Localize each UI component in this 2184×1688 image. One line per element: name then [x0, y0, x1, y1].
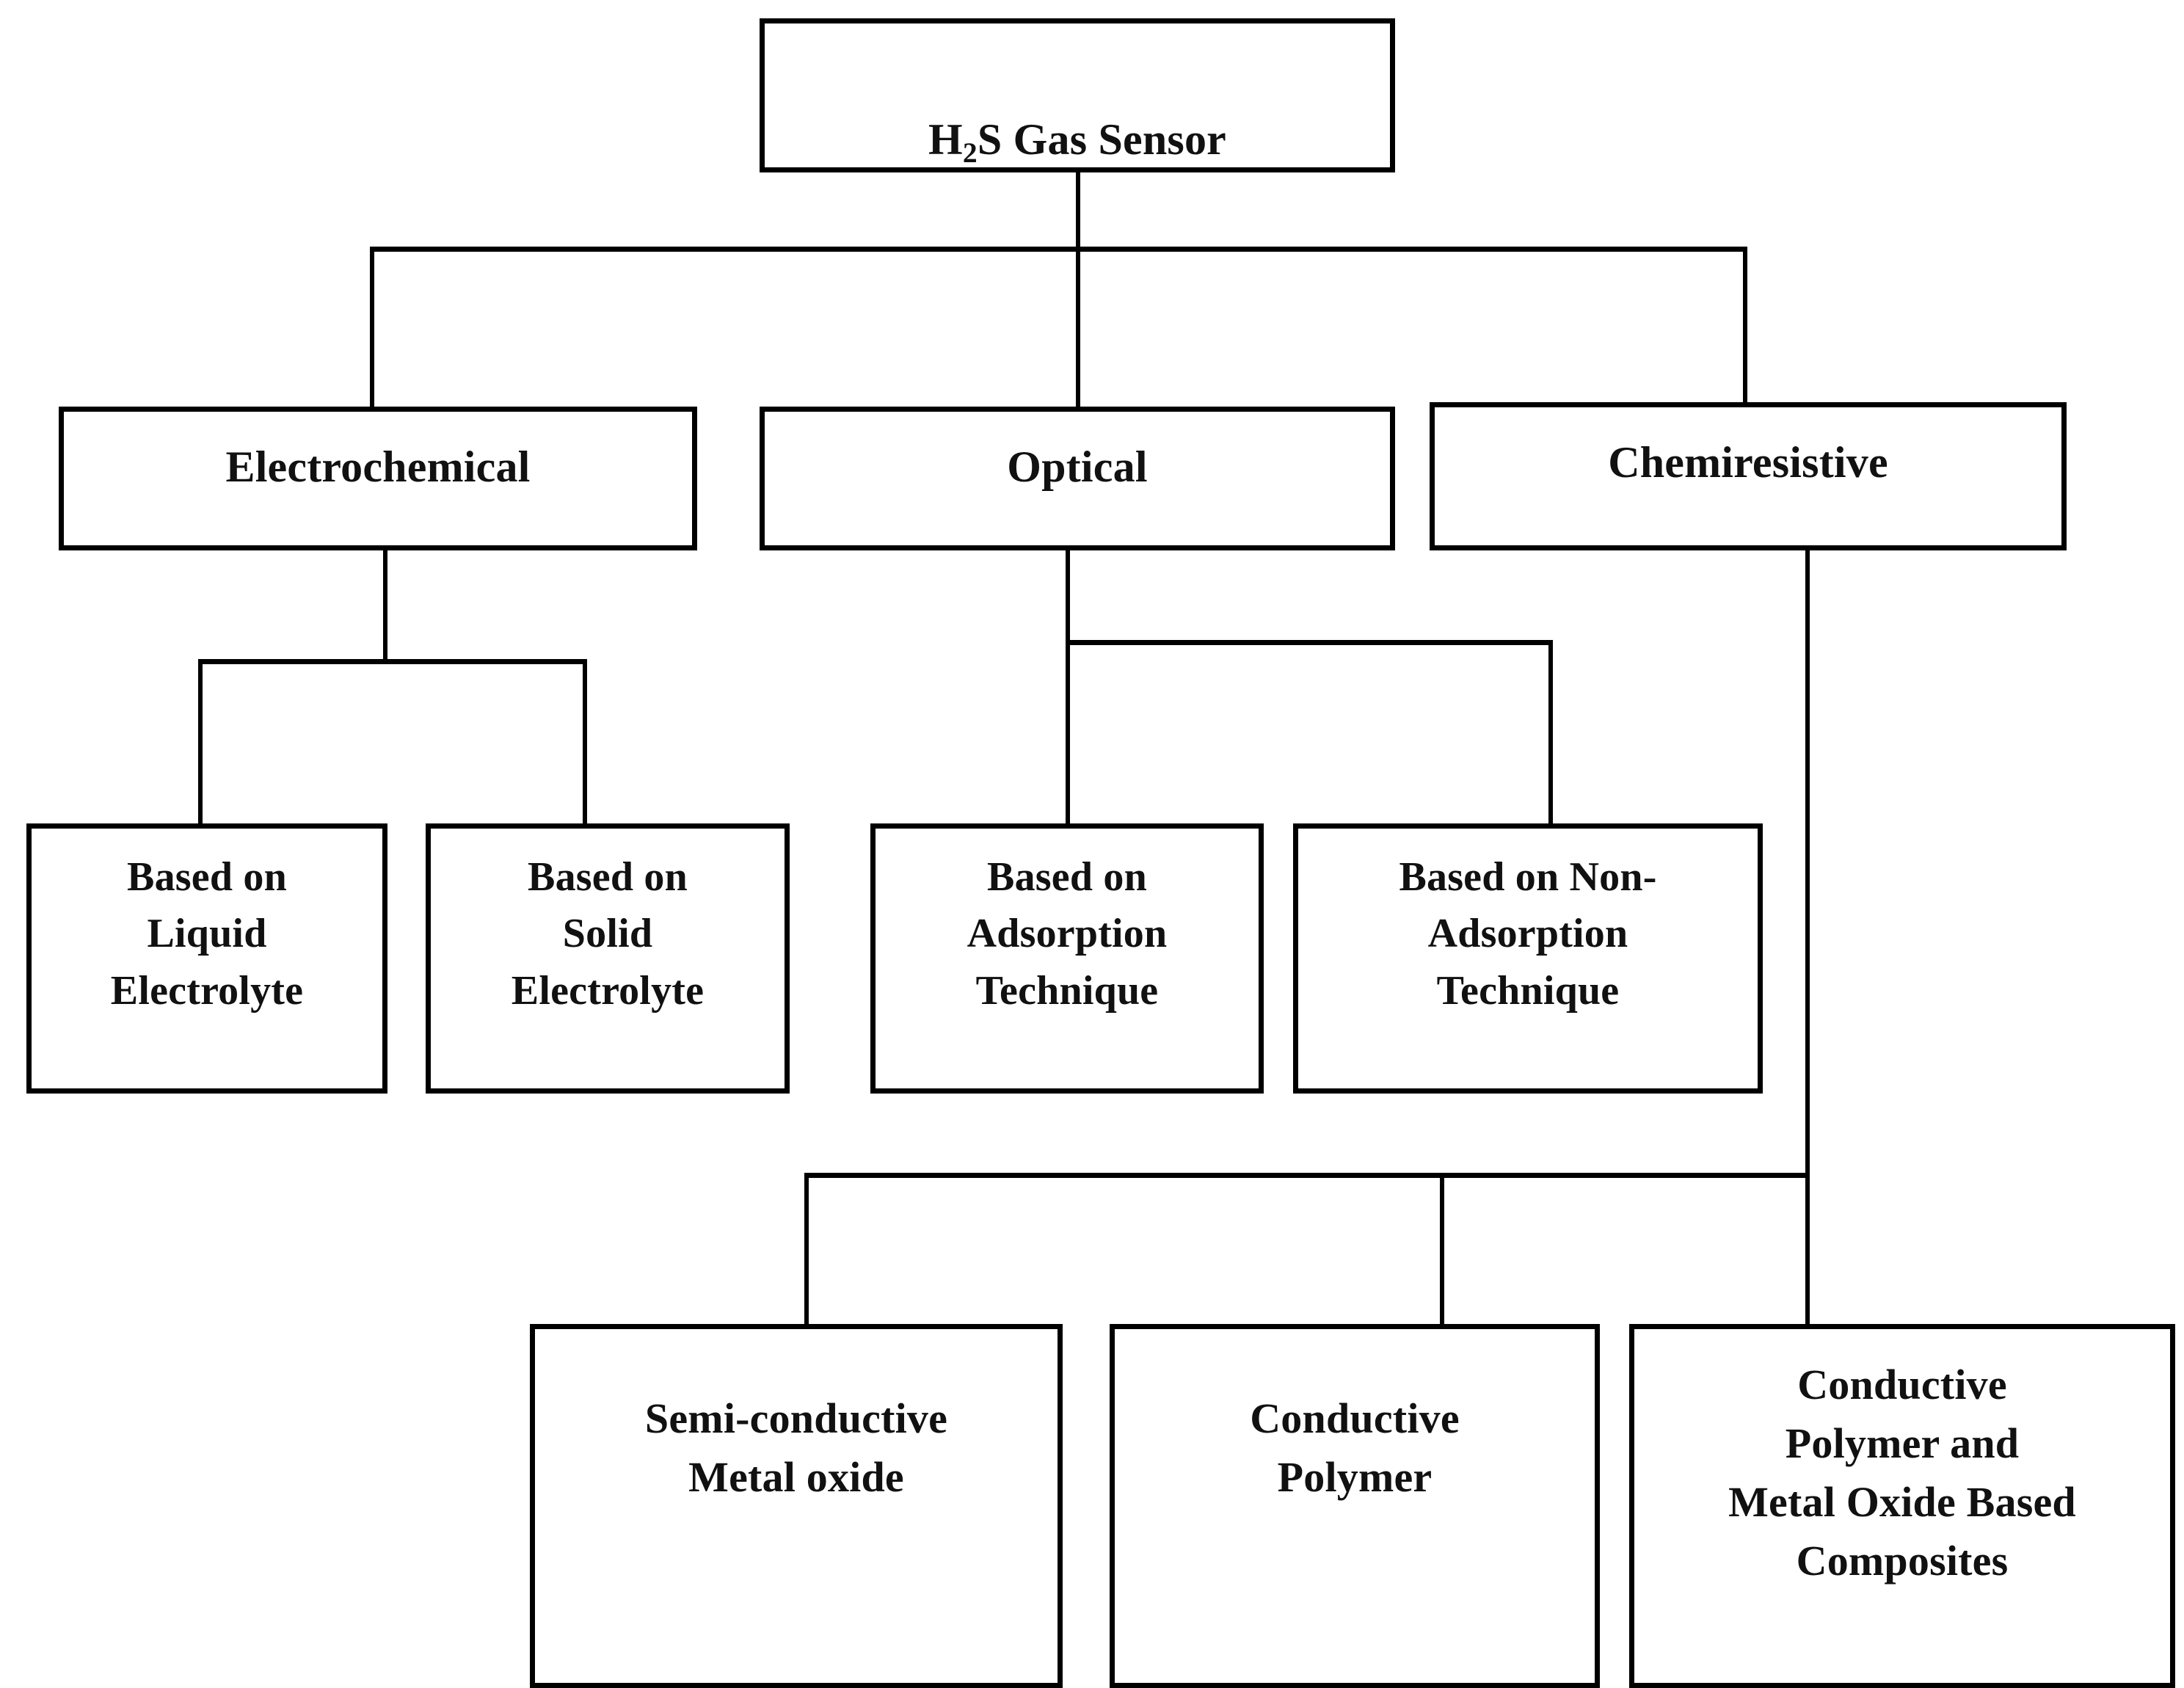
- edge-drop-liquid-electrolyte: [198, 659, 203, 826]
- edge-drop-conductive-polymer: [1440, 1173, 1444, 1327]
- edge-root-trunk: [1076, 170, 1080, 250]
- node-label-root: H2S Gas Sensor: [928, 114, 1226, 169]
- node-label-conductive-polymer-metal-oxide-composites: Conductive Polymer and Metal Oxide Based…: [1728, 1361, 2076, 1585]
- edge-drop-semi-conductive-metal-oxide: [804, 1173, 809, 1327]
- node-electrochemical[interactable]: Electrochemical: [59, 407, 697, 550]
- edge-chemiresistive-bus: [804, 1173, 1810, 1178]
- node-adsorption-technique[interactable]: Based on Adsorption Technique: [870, 823, 1264, 1094]
- edge-drop-chemiresistive: [1743, 247, 1747, 410]
- node-label-optical: Optical: [1007, 443, 1148, 491]
- edge-electrochemical-trunk: [383, 549, 387, 663]
- node-liquid-electrolyte[interactable]: Based on Liquid Electrolyte: [26, 823, 387, 1094]
- node-label-conductive-polymer: Conductive Polymer: [1250, 1394, 1460, 1502]
- edge-drop-conductive-polymer-composites: [1805, 1173, 1810, 1327]
- edge-drop-electrochemical: [370, 247, 374, 410]
- edge-drop-optical: [1076, 247, 1080, 410]
- node-label-liquid-electrolyte: Based on Liquid Electrolyte: [110, 854, 304, 1014]
- edge-drop-adsorption: [1066, 640, 1070, 826]
- edge-chemiresistive-trunk: [1805, 549, 1810, 1177]
- node-h2s-gas-sensor[interactable]: H2S Gas Sensor: [760, 18, 1395, 172]
- edge-electrochemical-bus: [198, 659, 587, 664]
- node-label-adsorption-technique: Based on Adsorption Technique: [967, 854, 1168, 1014]
- node-non-adsorption-technique[interactable]: Based on Non- Adsorption Technique: [1293, 823, 1763, 1094]
- edge-drop-solid-electrolyte: [583, 659, 587, 826]
- node-solid-electrolyte[interactable]: Based on Solid Electrolyte: [426, 823, 790, 1094]
- node-semi-conductive-metal-oxide[interactable]: Semi-conductive Metal oxide: [530, 1324, 1063, 1688]
- node-label-non-adsorption-technique: Based on Non- Adsorption Technique: [1399, 854, 1657, 1014]
- node-label-chemiresistive: Chemiresistive: [1608, 438, 1888, 487]
- node-optical[interactable]: Optical: [760, 407, 1395, 550]
- edge-drop-non-adsorption: [1548, 640, 1553, 826]
- edge-optical-trunk: [1066, 549, 1070, 644]
- node-label-semi-conductive-metal-oxide: Semi-conductive Metal oxide: [644, 1394, 948, 1502]
- node-conductive-polymer-metal-oxide-composites[interactable]: Conductive Polymer and Metal Oxide Based…: [1629, 1324, 2175, 1688]
- edge-level2-bus: [370, 247, 1747, 252]
- node-label-solid-electrolyte: Based on Solid Electrolyte: [511, 854, 705, 1014]
- edge-optical-bus: [1066, 640, 1553, 645]
- node-conductive-polymer[interactable]: Conductive Polymer: [1110, 1324, 1600, 1688]
- node-label-electrochemical: Electrochemical: [225, 443, 531, 491]
- node-chemiresistive[interactable]: Chemiresistive: [1430, 402, 2067, 550]
